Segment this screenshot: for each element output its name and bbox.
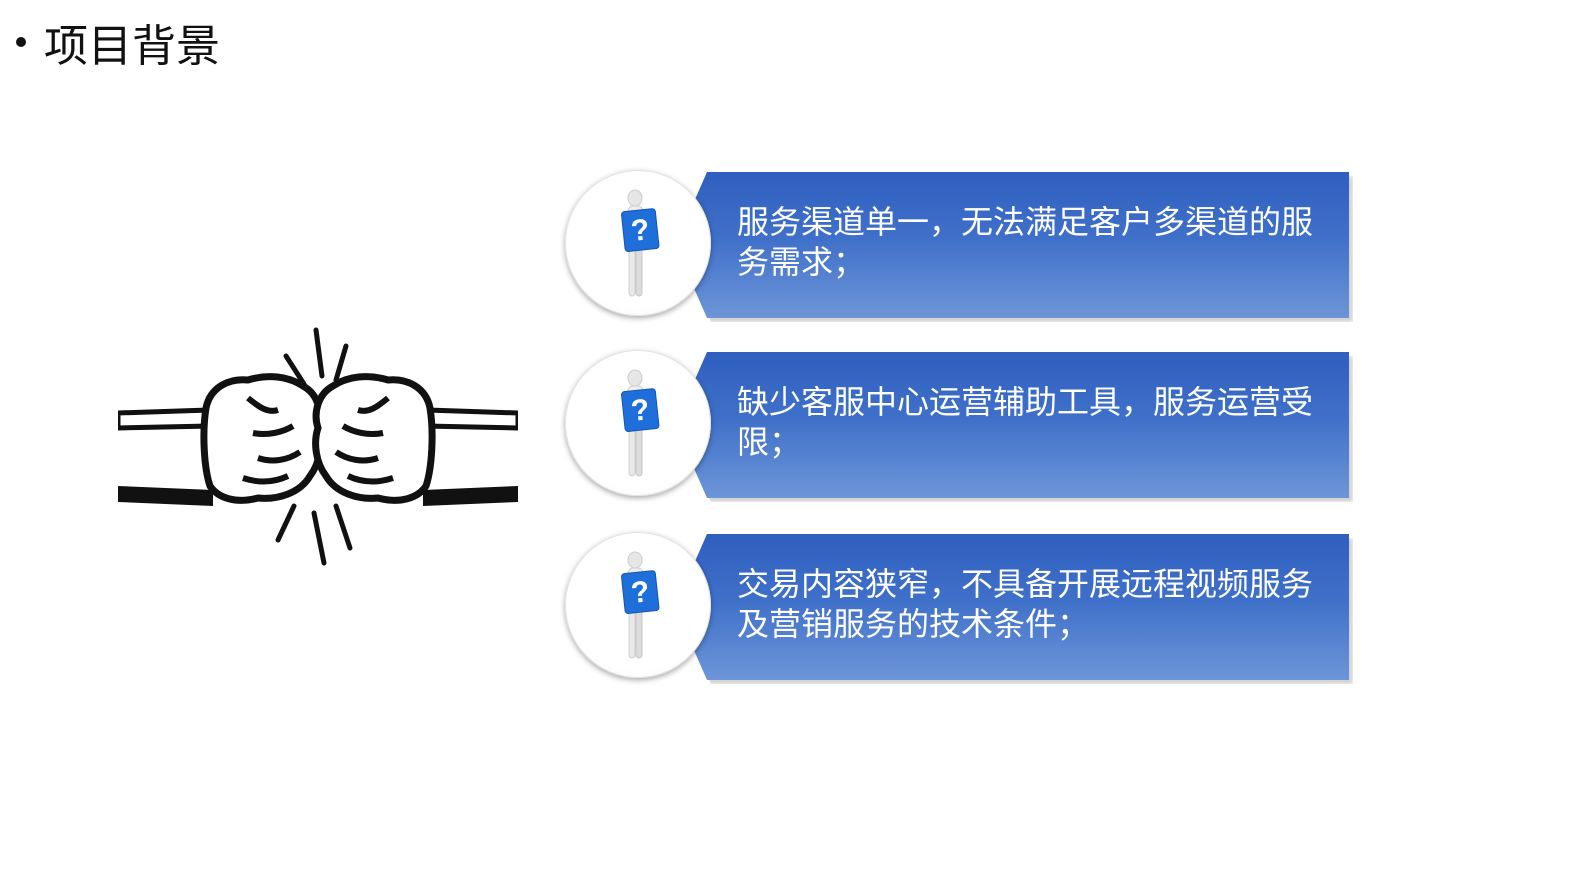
card-text: 缺少客服中心运营辅助工具，服务运营受限；: [737, 383, 1314, 461]
svg-text:?: ?: [629, 213, 651, 248]
question-person-icon: ?: [565, 170, 711, 316]
card-text: 服务渠道单一，无法满足客户多渠道的服务需求；: [737, 203, 1314, 281]
problem-card: 缺少客服中心运营辅助工具，服务运营受限； ?: [565, 350, 1355, 502]
question-person-icon: ?: [565, 532, 711, 678]
svg-text:?: ?: [629, 575, 651, 610]
svg-text:?: ?: [629, 393, 651, 428]
problem-card: 交易内容狭窄，不具备开展远程视频服务及营销服务的技术条件； ?: [565, 532, 1355, 684]
slide-title: 项目背景: [12, 14, 220, 72]
card-banner: [675, 352, 1349, 498]
question-person-icon: ?: [565, 350, 711, 496]
card-banner: [675, 172, 1349, 318]
problem-card: 服务渠道单一，无法满足客户多渠道的服务需求； ?: [565, 170, 1355, 322]
fist-bump-icon: [115, 318, 521, 573]
slide-title-text: 项目背景: [44, 21, 220, 72]
card-text: 交易内容狭窄，不具备开展远程视频服务及营销服务的技术条件；: [737, 565, 1314, 643]
card-banner: [675, 534, 1349, 680]
bullet-icon: [16, 37, 26, 47]
